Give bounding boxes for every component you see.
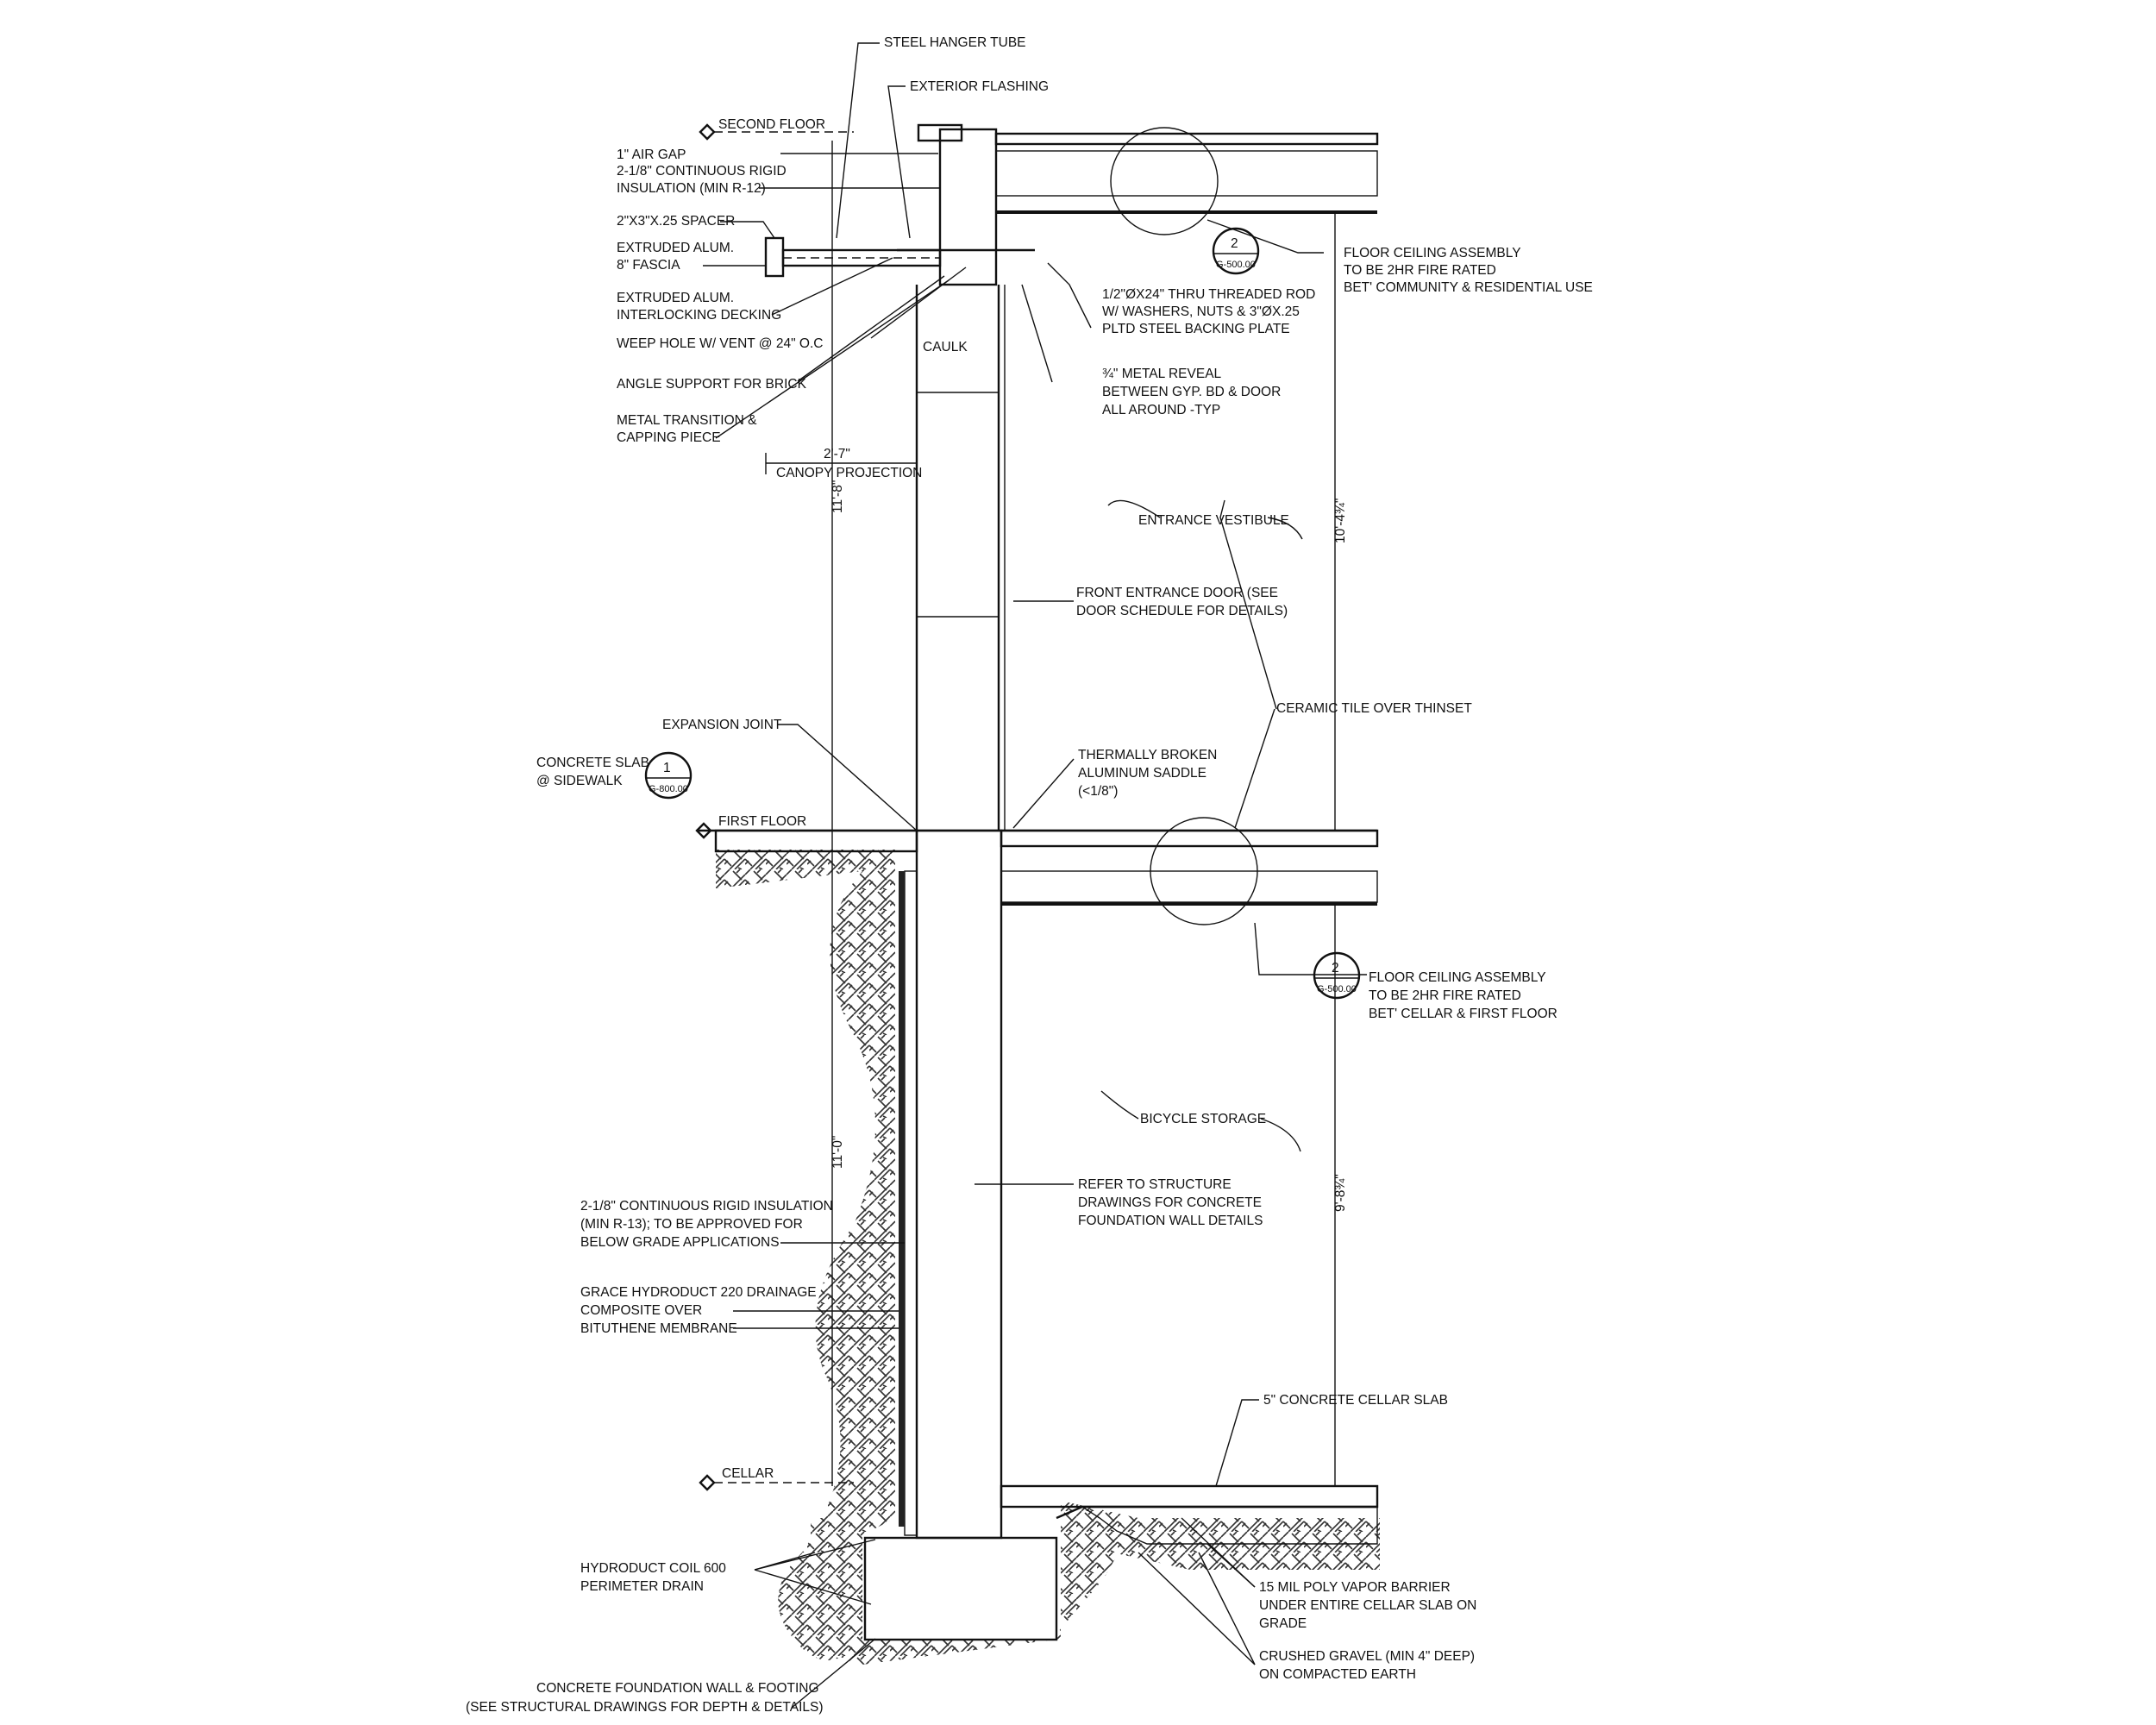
note-reveal-2: BETWEEN GYP. BD & DOOR [1102,385,1281,399]
note-exterior-flashing: EXTERIOR FLASHING [910,79,1049,94]
cellar-label: CELLAR [722,1466,774,1481]
first-floor-joists [1000,870,1378,903]
note-reveal-1: ¾" METAL REVEAL [1102,367,1222,381]
note-structure-3: FOUNDATION WALL DETAILS [1078,1214,1263,1228]
earth-fill [716,850,895,1660]
cellar-marker [699,1474,716,1491]
cellar-slab [1000,1484,1379,1509]
first-floor-label: FIRST FLOOR [718,814,806,829]
sidewalk-slab [714,829,918,853]
note-reveal-3: ALL AROUND -TYP [1102,403,1220,417]
note-decking-2: INTERLOCKING DECKING [617,308,781,323]
dim-canopy-width: 2'-7" [824,447,850,461]
note-floor-assembly-bottom-2: TO BE 2HR FIRE RATED [1369,988,1521,1003]
note-gravel-2: ON COMPACTED EARTH [1259,1667,1416,1682]
ref2-bottom-number: 2 [1332,961,1339,975]
earth-under-slab [1061,1501,1380,1570]
notes: STEEL HANGER TUBE EXTERIOR FLASHING CAUL… [466,35,1593,1715]
note-threaded-rod-3: PLTD STEEL BACKING PLATE [1102,322,1290,336]
note-floor-assembly-bottom-3: BET' CELLAR & FIRST FLOOR [1369,1007,1557,1021]
note-steel-hanger-tube: STEEL HANGER TUBE [884,35,1026,50]
dim-canopy-label: CANOPY PROJECTION [776,466,922,480]
note-vapor-barrier-1: 15 MIL POLY VAPOR BARRIER [1259,1580,1451,1595]
note-angle-support: ANGLE SUPPORT FOR BRICK [617,377,807,392]
note-structure-1: REFER TO STRUCTURE [1078,1177,1232,1192]
note-drainage-1: GRACE HYDRODUCT 220 DRAINAGE [580,1285,817,1300]
leaders [703,42,1367,1709]
note-gravel-1: CRUSHED GRAVEL (MIN 4" DEEP) [1259,1649,1475,1664]
note-vapor-barrier-3: GRADE [1259,1616,1307,1631]
ref2-top-number: 2 [1231,236,1238,251]
note-ceramic-tile: CERAMIC TILE OVER THINSET [1276,701,1472,716]
second-floor-joists [995,150,1378,197]
note-footing-2: (SEE STRUCTURAL DRAWINGS FOR DEPTH & DET… [466,1700,824,1715]
note-fascia-2: 8" FASCIA [617,258,680,273]
note-expansion-joint: EXPANSION JOINT [662,718,782,732]
levels: SECOND FLOOR FIRST FLOOR CELLAR [695,117,854,1491]
geometry [699,123,1380,1665]
note-spacer: 2"X3"X.25 SPACER [617,214,735,229]
note-saddle-1: THERMALLY BROKEN [1078,748,1217,762]
note-threaded-rod-1: 1/2"ØX24" THRU THREADED ROD [1102,287,1315,302]
ref2-bottom-sheet: G-500.00 [1317,984,1357,994]
dim-lower-height: 11'-0" [830,1136,845,1169]
ref1-number: 1 [663,761,671,775]
detail-refs: 1 G-800.00 2 G-500.00 2 G-500.00 [644,127,1361,1000]
upper-wall [938,128,998,286]
dimensions: 2'-7" CANOPY PROJECTION 11'-8" 11'-0" 10… [765,141,1348,1486]
note-door-2: DOOR SCHEDULE FOR DETAILS) [1076,604,1288,618]
note-floor-assembly-top-2: TO BE 2HR FIRE RATED [1344,263,1496,278]
note-saddle-3: (<1/8") [1078,784,1118,799]
second-floor-slab [994,132,1379,146]
note-metal-transition-1: METAL TRANSITION & [617,413,757,428]
note-fascia-1: EXTRUDED ALUM. [617,241,734,255]
note-saddle-2: ALUMINUM SADDLE [1078,766,1206,781]
first-floor-marker [695,822,712,839]
note-floor-assembly-top-3: BET' COMMUNITY & RESIDENTIAL USE [1344,280,1593,295]
note-floor-assembly-top-1: FLOOR CEILING ASSEMBLY [1344,246,1521,260]
note-drainage-3: BITUTHENE MEMBRANE [580,1321,737,1336]
ref1-sheet: G-800.00 [649,784,688,794]
note-perimeter-drain-2: PERIMETER DRAIN [580,1579,704,1594]
dim-upper-height: 11'-8" [830,480,845,513]
second-floor-marker [699,123,716,141]
note-caulk: CAULK [923,340,968,354]
second-floor-label: SECOND FLOOR [718,117,825,132]
note-rigid-insulation-1: 2-1/8" CONTINUOUS RIGID [617,164,787,179]
footing-membrane [864,1537,1057,1640]
dim-vestibule-height: 10'-4¾" [1333,499,1348,543]
note-metal-transition-2: CAPPING PIECE [617,430,721,445]
note-weep-hole: WEEP HOLE W/ VENT @ 24" O.C [617,336,823,351]
note-sidewalk-1: CONCRETE SLAB [536,756,649,770]
note-air-gap: 1" AIR GAP [617,147,686,162]
note-structure-2: DRAWINGS FOR CONCRETE [1078,1195,1262,1210]
note-drainage-2: COMPOSITE OVER [580,1303,702,1318]
note-door-1: FRONT ENTRANCE DOOR (SEE [1076,586,1278,600]
footing [863,1536,1058,1641]
vapor-barrier [1056,1505,1377,1520]
note-decking-1: EXTRUDED ALUM. [617,291,734,305]
note-insulation-2: (MIN R-13); TO BE APPROVED FOR [580,1217,803,1232]
note-bicycle-storage: BICYCLE STORAGE [1140,1112,1266,1126]
note-perimeter-drain-1: HYDRODUCT COIL 600 [580,1561,726,1576]
note-footing-1: CONCRETE FOUNDATION WALL & FOOTING [536,1681,819,1696]
first-floor-slab [1000,829,1379,848]
note-sidewalk-2: @ SIDEWALK [536,774,623,788]
note-entrance-vestibule: ENTRANCE VESTIBULE [1138,513,1289,528]
canopy-fascia [764,236,785,278]
note-insulation-3: BELOW GRADE APPLICATIONS [580,1235,780,1250]
canopy-decking [781,248,942,267]
below-grade-insulation [904,870,918,1536]
note-floor-assembly-bottom-1: FLOOR CEILING ASSEMBLY [1369,970,1546,985]
ref2-top-sheet: G-500.00 [1216,260,1256,270]
drainage-composite [899,871,905,1527]
dim-cellar-height: 9'-8¾" [1333,1174,1348,1212]
canopy-flashing [917,123,963,142]
note-threaded-rod-2: W/ WASHERS, NUTS & 3"ØX.25 [1102,304,1300,319]
note-insulation-1: 2-1/8" CONTINUOUS RIGID INSULATION [580,1199,833,1214]
note-cellar-slab: 5" CONCRETE CELLAR SLAB [1263,1393,1448,1408]
note-rigid-insulation-2: INSULATION (MIN R-12) [617,181,766,196]
note-vapor-barrier-2: UNDER ENTIRE CELLAR SLAB ON [1259,1598,1476,1613]
